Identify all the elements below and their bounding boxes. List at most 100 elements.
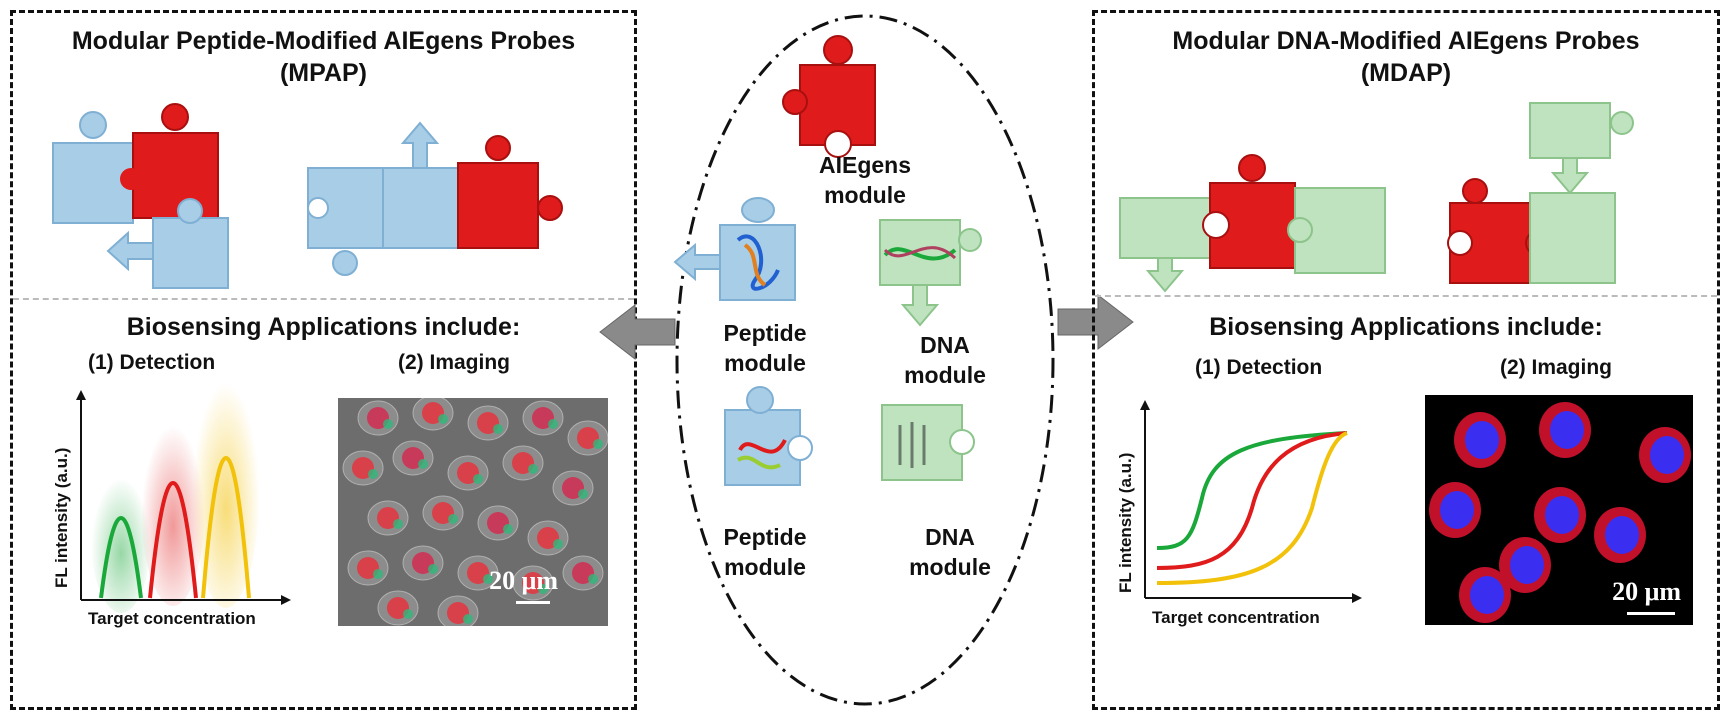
aiegens-socket: [1447, 230, 1473, 256]
module-ellipse: [675, 14, 1055, 706]
left-arrow-icon: [599, 303, 676, 361]
mpap-panel: Modular Peptide-Modified AIEgens Probes …: [10, 10, 637, 710]
cell-stain: [448, 514, 458, 524]
mpap-scale-label: 20 μm: [489, 566, 558, 595]
aiegens-module-knob-side: [782, 89, 808, 115]
cell-stain: [553, 539, 563, 549]
dna-module-label-1: DNA module: [885, 330, 1005, 390]
cell-stain: [483, 574, 493, 584]
cell-stain: [528, 464, 538, 474]
cell-nucleus: [1440, 491, 1474, 529]
cell-stain: [383, 419, 393, 429]
mdap-scale-label: 20 μm: [1612, 577, 1681, 606]
mdap-subhead: Biosensing Applications include:: [1209, 313, 1603, 341]
mpap-scale-bar: [516, 601, 550, 604]
mdap-cell-image: 20 μm: [1425, 395, 1693, 625]
red-peak: [148, 481, 198, 599]
mdap-title-line1: Modular DNA-Modified AIEgens Probes: [1172, 27, 1640, 55]
peptide-module-label-1-text: Peptide module: [723, 320, 807, 376]
left-arrow: [599, 303, 676, 361]
red-peak-glow: [141, 406, 205, 606]
cell-nucleus: [1545, 496, 1579, 534]
dna-module-piece-2: [881, 404, 963, 481]
aiegens-knob: [485, 135, 511, 161]
mpap-puzzle-assembly-1: [52, 103, 229, 289]
cell-stain: [588, 574, 598, 584]
x-axis-label: Target concentration: [88, 609, 256, 628]
peptide-module-knob-1: [741, 197, 775, 223]
peptide-piece: [52, 142, 134, 224]
cell-stain: [593, 439, 603, 449]
peptide-helix-2: [738, 439, 787, 454]
cell-stain: [463, 614, 473, 624]
cell-nucleus: [1510, 546, 1544, 584]
dna-arrow-down: [1550, 157, 1590, 195]
mdap-title-line2: (MDAP): [1360, 59, 1452, 87]
y-axis-arrow: [76, 390, 86, 400]
mdap-puzzle-assembly-2: [1447, 102, 1634, 284]
dna-module-socket-2: [949, 429, 975, 455]
aiegens-knob-side: [537, 195, 563, 221]
cell-stain: [548, 419, 558, 429]
aiegens-module-label-text: AIEgens module: [818, 152, 912, 208]
cell-nucleus: [1650, 436, 1684, 474]
x-axis-arrow: [281, 595, 291, 605]
dna-knob-top: [1610, 111, 1634, 135]
peptide-module-label-2-text: Peptide module: [723, 524, 807, 580]
peptide-module-arrow-1: [673, 242, 721, 282]
cell-stain: [403, 609, 413, 619]
dna-module-arrow-1: [900, 284, 940, 327]
right-arrow-icon: [1057, 293, 1134, 351]
cell-stain: [473, 474, 483, 484]
mpap-cell-image: 20 μm: [338, 398, 608, 626]
dna-arrow: [1145, 257, 1185, 293]
mdap-imaging-label: (2) Imaging: [1500, 356, 1613, 379]
aiegens-knob-side: [120, 168, 142, 190]
dna-module-label-2: DNA module: [890, 522, 1010, 582]
peptide-helix-1b: [743, 243, 767, 287]
yellow-peak: [201, 456, 251, 599]
mpap-detection-plot: Target concentration FL intensity (a.u.): [52, 358, 291, 628]
mpap-detection-label: (1) Detection: [88, 351, 216, 374]
aiegens-socket: [1202, 211, 1230, 239]
aiegens-module-knob: [823, 35, 853, 65]
mdap-cells: [1429, 402, 1691, 623]
cell-nucleus: [1550, 411, 1584, 449]
mdap-panel: Modular DNA-Modified AIEgens Probes (MDA…: [1092, 10, 1720, 710]
cell-nucleus: [1605, 516, 1639, 554]
yellow-curve: [1156, 431, 1348, 585]
cell-stain: [393, 519, 403, 529]
x-axis-label: Target concentration: [1152, 608, 1320, 627]
aiegens-piece: [457, 162, 539, 249]
peptide-piece: [382, 167, 459, 249]
mpap-imaging-label: (2) Imaging: [398, 351, 511, 374]
peptide-helix-2b: [736, 455, 781, 470]
cell-stain: [538, 584, 548, 594]
aiegens-piece: [132, 132, 219, 219]
yellow-peak-glow: [192, 358, 260, 608]
cell-stain: [373, 569, 383, 579]
aiegens-knob: [1238, 154, 1266, 182]
peptide-piece-bottom: [152, 217, 229, 289]
mpap-divider: [13, 298, 634, 300]
y-axis-arrow: [1140, 400, 1150, 410]
mdap-puzzle-assembly-1: [1119, 154, 1386, 293]
aiegens-knob: [1462, 178, 1488, 204]
aiegens-knob: [161, 103, 189, 131]
peptide-knob: [79, 111, 107, 139]
mpap-puzzle-assembly-2: [307, 121, 563, 276]
center-ellipse-container: [673, 14, 1055, 706]
peptide-module-label-2: Peptide module: [700, 522, 830, 582]
dna-module-knob-1: [958, 228, 982, 252]
dna-knob: [1287, 217, 1313, 243]
mpap-subhead: Biosensing Applications include:: [126, 313, 521, 341]
dna-hairpin-2: [898, 422, 926, 468]
peptide-knob-bottom: [177, 198, 203, 224]
red-curve: [1156, 431, 1348, 570]
peptide-arrow-up: [400, 121, 440, 169]
dna-module-label-1-text: DNA module: [904, 332, 986, 388]
cell-nucleus: [1470, 576, 1504, 614]
mdap-divider: [1095, 295, 1717, 297]
mdap-detection-label: (1) Detection: [1195, 356, 1323, 379]
x-axis-arrow: [1352, 593, 1362, 603]
